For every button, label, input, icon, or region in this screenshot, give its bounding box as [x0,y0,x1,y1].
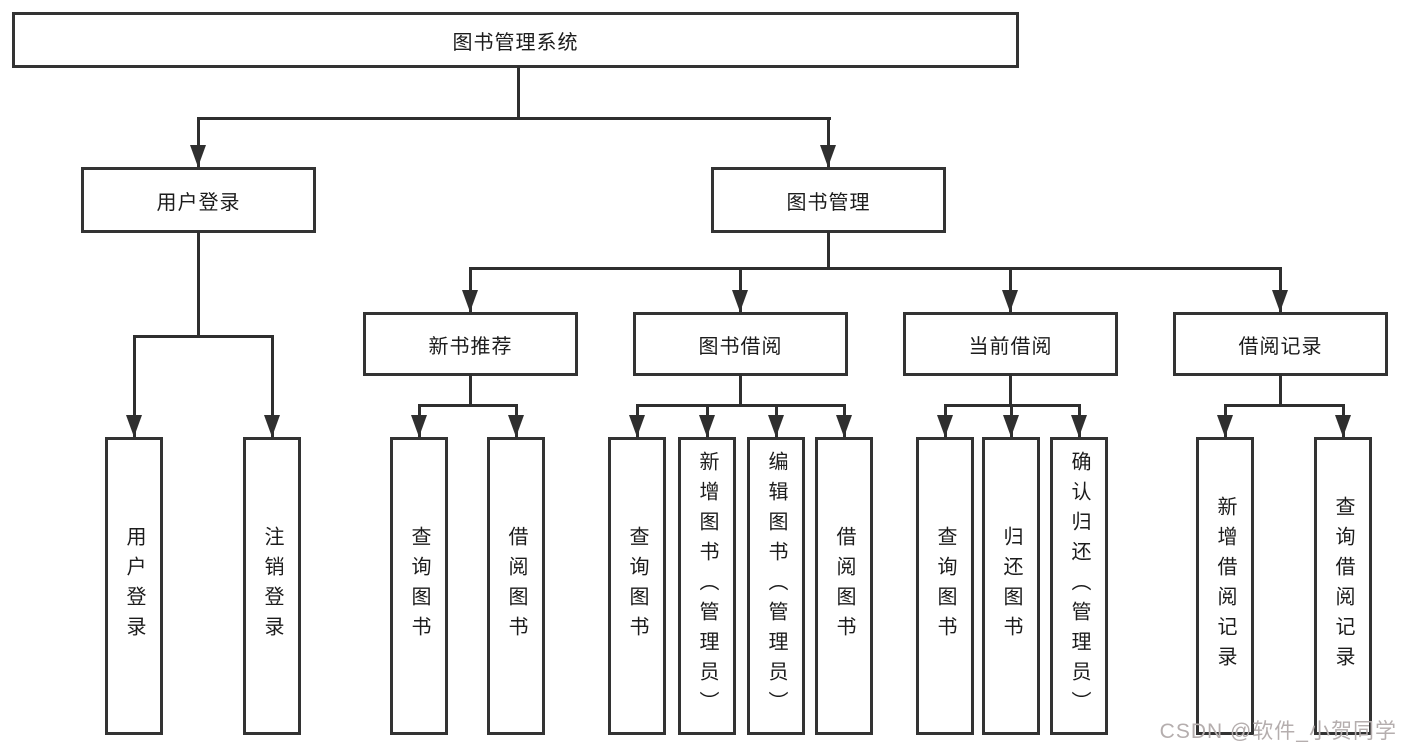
leaf-query-borrow-record-label: 查询借阅记录 [1332,496,1354,676]
arrowhead-borrow-query [629,415,645,437]
connector-stub-book-management [827,117,830,167]
node-current-borrow: 当前借阅 [903,312,1118,376]
leaf-logout-label: 注销登录 [261,526,283,646]
arrowhead-edit-book [768,415,784,437]
node-root: 图书管理系统 [12,12,1019,68]
connector-level1-horizontal [197,117,831,120]
node-borrow-records: 借阅记录 [1173,312,1388,376]
leaf-return-books-label: 归还图书 [1000,526,1022,646]
leaf-add-borrow-record: 新增借阅记录 [1196,437,1254,735]
node-book-borrow-label: 图书借阅 [698,335,783,358]
connector-stub-new-book-recommend [469,267,472,312]
arrowhead-borrow-records [1272,290,1288,312]
connector-stub-leaf-user-login [133,335,136,437]
connector-current-borrow-stem [1009,374,1012,407]
leaf-add-borrow-record-label: 新增借阅记录 [1214,496,1236,676]
leaf-edit-book-admin-label: 编辑图书（管理员） [765,451,787,721]
leaf-borrow-books-label: 借阅图书 [833,526,855,646]
leaf-add-book-admin: 新增图书（管理员） [678,437,736,735]
leaf-logout: 注销登录 [243,437,301,735]
leaf-current-query-books-label: 查询图书 [934,526,956,646]
connector-user-login-horizontal [133,335,274,338]
connector-stub-current-borrow [1009,267,1012,312]
leaf-recommend-query-books-label: 查询图书 [408,526,430,646]
connector-borrow-records-stem [1279,374,1282,407]
node-book-management: 图书管理 [711,167,946,233]
arrowhead-borrow-books [836,415,852,437]
connector-book-borrow-horizontal [636,404,845,407]
arrowhead-leaf-logout [264,415,280,437]
connector-level3-horizontal [469,267,1282,270]
leaf-return-books: 归还图书 [982,437,1040,735]
arrowhead-current-query [937,415,953,437]
arrowhead-recommend-query [411,415,427,437]
node-borrow-records-label: 借阅记录 [1238,335,1323,358]
connector-stub-book-borrow [739,267,742,312]
node-book-management-label: 图书管理 [786,191,871,214]
leaf-recommend-query-books: 查询图书 [390,437,448,735]
connector-book-borrow-stem [739,374,742,407]
csdn-watermark: CSDN @软件_小贺同学 [1159,720,1397,743]
connector-stub-borrow-records [1279,267,1282,312]
connector-recommend-horizontal [418,404,518,407]
leaf-user-login: 用户登录 [105,437,163,735]
leaf-confirm-return-admin-label: 确认归还（管理员） [1068,451,1090,721]
arrowhead-add-record [1217,415,1233,437]
node-user-login: 用户登录 [81,167,316,233]
arrowhead-recommend-borrow [508,415,524,437]
leaf-current-query-books: 查询图书 [916,437,974,735]
leaf-query-borrow-record: 查询借阅记录 [1314,437,1372,735]
leaf-add-book-admin-label: 新增图书（管理员） [696,451,718,721]
connector-root-stem [517,66,520,120]
arrowhead-current-borrow [1002,290,1018,312]
leaf-edit-book-admin: 编辑图书（管理员） [747,437,805,735]
node-book-borrow: 图书借阅 [633,312,848,376]
node-user-login-label: 用户登录 [156,191,241,214]
connector-stub-user-login [197,117,200,167]
node-root-label: 图书管理系统 [452,31,579,54]
arrowhead-confirm-return [1071,415,1087,437]
leaf-borrow-books: 借阅图书 [815,437,873,735]
arrowhead-book-management [820,145,836,167]
connector-stub-leaf-logout [271,335,274,437]
arrowhead-leaf-user-login [126,415,142,437]
leaf-borrow-query-books-label: 查询图书 [626,526,648,646]
arrowhead-user-login [190,145,206,167]
connector-user-login-stem [197,231,200,338]
connector-book-management-stem [827,231,830,270]
arrowhead-add-book [699,415,715,437]
node-new-book-recommend-label: 新书推荐 [428,335,513,358]
leaf-recommend-borrow-books-label: 借阅图书 [505,526,527,646]
arrowhead-new-book-recommend [462,290,478,312]
leaf-user-login-label: 用户登录 [123,526,145,646]
node-new-book-recommend: 新书推荐 [363,312,578,376]
connector-recommend-stem [469,374,472,407]
leaf-borrow-query-books: 查询图书 [608,437,666,735]
arrowhead-query-record [1335,415,1351,437]
leaf-recommend-borrow-books: 借阅图书 [487,437,545,735]
arrowhead-return-books [1003,415,1019,437]
connector-borrow-records-horizontal [1224,404,1344,407]
node-current-borrow-label: 当前借阅 [968,335,1053,358]
arrowhead-book-borrow [732,290,748,312]
leaf-confirm-return-admin: 确认归还（管理员） [1050,437,1108,735]
